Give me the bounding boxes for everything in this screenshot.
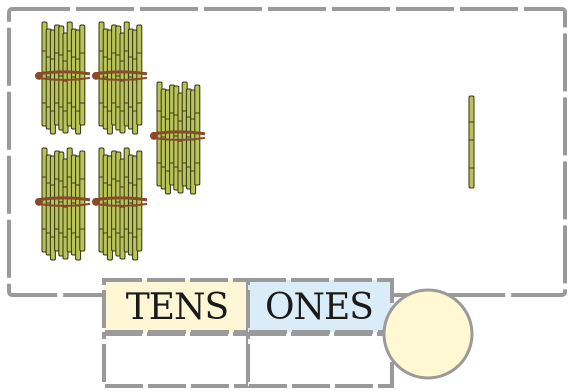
single-stick-icon <box>468 95 475 189</box>
bundle-of-ten-sticks-icon <box>35 147 91 261</box>
ones-sticks <box>468 95 475 189</box>
tens-header-label: TENS <box>125 286 229 328</box>
tens-bundles <box>35 21 206 261</box>
stick <box>194 84 201 186</box>
stick <box>136 24 143 126</box>
stick <box>79 24 86 126</box>
work-area-frame <box>7 7 567 297</box>
bundle-of-ten-sticks-icon <box>92 21 148 135</box>
tens-answer-cell[interactable] <box>102 332 250 388</box>
ones-answer-cell[interactable] <box>246 332 394 388</box>
bundle-of-ten-sticks-icon <box>150 81 206 195</box>
answer-circle[interactable] <box>382 288 474 380</box>
ones-header-label: ONES <box>265 286 374 328</box>
bundle-of-ten-sticks-icon <box>35 21 91 135</box>
stick <box>79 150 86 252</box>
bundle-of-ten-sticks-icon <box>92 147 148 261</box>
stick <box>468 95 475 189</box>
ones-header-cell <box>246 278 394 334</box>
stick <box>136 150 143 252</box>
